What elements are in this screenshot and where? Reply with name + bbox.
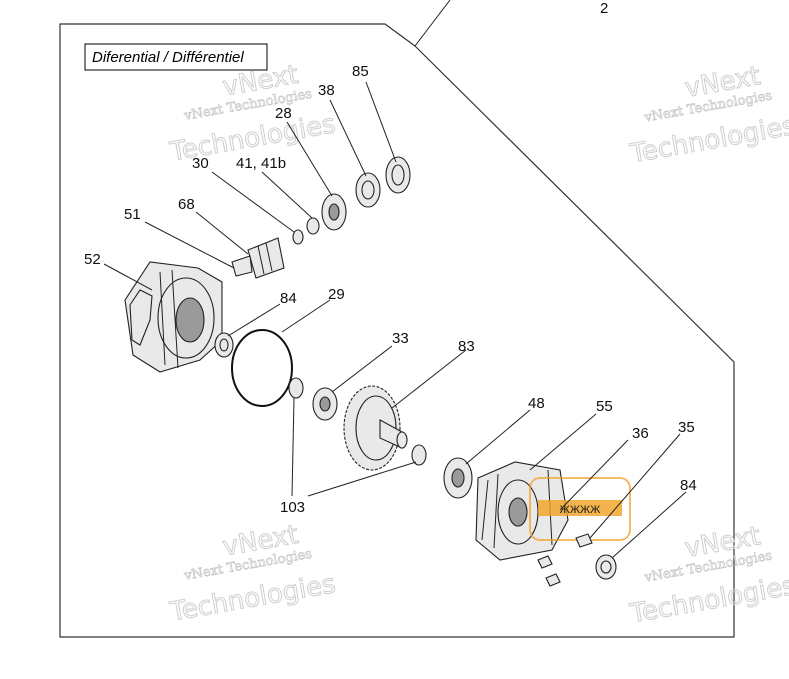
callout-55: 55	[596, 398, 613, 415]
right-housing-55	[475, 461, 569, 561]
svg-text:ЖЖЖЖ: ЖЖЖЖ	[560, 504, 601, 516]
leader-lines	[103, 81, 687, 559]
frame-leader-top	[414, 0, 451, 47]
callout-68: 68	[178, 196, 195, 213]
left-housing-52	[124, 261, 223, 373]
callout-35: 35	[678, 419, 695, 436]
diagram-frame	[59, 23, 735, 638]
bolts-35-36	[537, 533, 593, 587]
callout-30: 30	[192, 155, 209, 172]
callout-51: 51	[124, 206, 141, 223]
watermark-top-left: vNext vNext Technologies Technologies	[167, 59, 339, 168]
ring-gear-83	[343, 385, 408, 471]
seal-84-right-inner	[600, 560, 612, 574]
callout-29: 29	[328, 286, 345, 303]
bearing-28-inner	[328, 203, 340, 221]
callout-103: 103	[280, 499, 305, 516]
pinion-gear-68	[231, 237, 285, 279]
callout-83: 83	[458, 338, 475, 355]
callout-85: 85	[352, 63, 369, 80]
ring-103-left	[288, 377, 304, 399]
seal-84-left-inner	[219, 338, 229, 352]
ring-103-right	[411, 444, 427, 466]
callout-48: 48	[528, 395, 545, 412]
ring-30	[292, 229, 304, 245]
callout-52: 52	[84, 251, 101, 268]
watermark-bottom-left: vNext vNext Technologies Technologies	[167, 519, 339, 628]
ring-41	[306, 217, 320, 235]
callout-33: 33	[392, 330, 409, 347]
bearing-48-inner	[451, 468, 465, 488]
callout-36: 36	[632, 425, 649, 442]
callout-84-left: 84	[280, 290, 297, 307]
diagram-title: Diferential / Différentiel	[92, 49, 244, 66]
title-box	[84, 43, 268, 71]
corner-label: 2	[600, 0, 608, 17]
callout-41: 41, 41b	[236, 155, 286, 172]
bearing-38-inner	[361, 180, 375, 200]
brand-logo: ЖЖЖЖ	[529, 477, 631, 541]
bearing-33-inner	[319, 396, 331, 412]
callout-38: 38	[318, 82, 335, 99]
watermark-bottom-right: vNext vNext Technologies Technologies	[627, 521, 789, 630]
seal-85-inner	[391, 164, 405, 186]
callout-84-right: 84	[680, 477, 697, 494]
o-ring-29	[231, 329, 293, 407]
callout-28: 28	[275, 105, 292, 122]
watermark-top-right: vNext vNext Technologies Technologies	[627, 61, 789, 170]
